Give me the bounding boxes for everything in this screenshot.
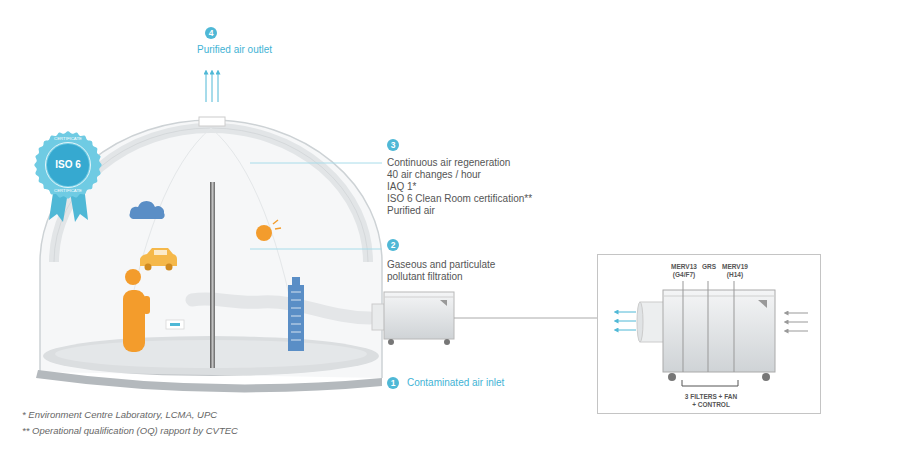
filter-unit-detail bbox=[616, 281, 808, 386]
person-head bbox=[125, 269, 141, 285]
inflow-arrow bbox=[786, 322, 808, 323]
building-icon bbox=[288, 285, 304, 351]
badge-text: ISO 6 bbox=[34, 159, 102, 171]
outflow-arrow bbox=[616, 321, 636, 322]
inflow-arrow bbox=[786, 331, 808, 332]
car-icon bbox=[140, 248, 177, 266]
sign-card bbox=[166, 320, 184, 329]
callout: 4Purified air outlet bbox=[197, 27, 274, 56]
callout-text: Continuous air regeneration bbox=[387, 157, 510, 169]
unit-duct bbox=[372, 304, 385, 330]
callout: 1 Contaminated air inlet bbox=[387, 377, 506, 389]
callout-text: 40 air changes / hour bbox=[387, 169, 481, 181]
person-arm bbox=[143, 296, 150, 314]
unit-wheel bbox=[762, 373, 770, 381]
outlet-box bbox=[199, 117, 225, 126]
sun-icon bbox=[256, 225, 272, 241]
bracket bbox=[682, 380, 738, 386]
car-window bbox=[154, 250, 167, 255]
filter-divider bbox=[734, 281, 735, 372]
callout-text: Gaseous and particulate pollutant filtra… bbox=[387, 259, 517, 283]
sun-ray bbox=[273, 220, 278, 224]
filter-label: MERV19 (H14) bbox=[719, 263, 751, 278]
leader-line bbox=[250, 249, 382, 250]
callout-text: ISO 6 Clean Room certification** bbox=[387, 193, 532, 205]
car-wheel bbox=[166, 264, 173, 271]
dome-skirt bbox=[36, 370, 382, 392]
callout-text: Purified air bbox=[387, 205, 435, 217]
filter-label: 3 FILTERS + FAN + CONTROL bbox=[684, 393, 738, 408]
callout-text: Contaminated air inlet bbox=[407, 377, 504, 389]
footnote: * Environment Centre Laboratory, LCMA, U… bbox=[22, 409, 217, 421]
outflow-arrow bbox=[616, 330, 636, 331]
housing-rim bbox=[663, 296, 775, 297]
window-row bbox=[291, 300, 301, 301]
filter-label: GRS bbox=[699, 263, 719, 271]
zoom-line bbox=[454, 318, 597, 319]
callout: 2Gaseous and particulate pollutant filtr… bbox=[387, 239, 518, 283]
person-body bbox=[123, 290, 145, 352]
badge-text: CERTIFICATE bbox=[34, 189, 102, 193]
unit-wheel bbox=[444, 339, 450, 345]
filter-divider bbox=[683, 281, 684, 372]
outlet-arrows bbox=[206, 72, 218, 102]
filter-unit-panel: MERV13 (G4/F7)GRSMERV19 (H14) 3 FILTERS +… bbox=[597, 254, 821, 414]
sun-ray bbox=[275, 228, 281, 229]
dome bbox=[36, 117, 382, 392]
filter-divider bbox=[708, 281, 709, 372]
tube-mouth bbox=[637, 302, 643, 342]
unit-logo bbox=[440, 300, 447, 306]
badge-text: CERTIFICATE bbox=[34, 137, 102, 141]
badge-scallop bbox=[34, 131, 101, 198]
callout-number: 2 bbox=[387, 239, 399, 251]
outlet-arrow bbox=[218, 72, 219, 102]
outflow-arrow bbox=[616, 312, 636, 313]
footnote: ** Operational qualification (OQ) rappor… bbox=[22, 425, 238, 437]
dome-pole bbox=[210, 182, 215, 368]
certificate-badge: CERTIFICATE ISO 6 CERTIFICATE bbox=[34, 131, 102, 199]
unit-wheel bbox=[668, 373, 676, 381]
unit-logo bbox=[758, 300, 767, 308]
unit-outlet-tube bbox=[640, 302, 664, 342]
callout-number: 1 bbox=[387, 377, 399, 389]
window-row bbox=[291, 340, 301, 341]
callout-text: Purified air outlet bbox=[197, 44, 272, 56]
sign-mark bbox=[170, 323, 180, 326]
cloud-icon bbox=[129, 201, 164, 219]
inner-duct bbox=[192, 299, 370, 318]
outlet-arrow bbox=[212, 72, 213, 102]
building-windows bbox=[291, 292, 301, 340]
window-row bbox=[291, 324, 301, 325]
window-row bbox=[291, 292, 301, 293]
building-top bbox=[292, 277, 300, 286]
figures bbox=[123, 201, 304, 352]
unit-housing bbox=[663, 290, 775, 372]
callout-text: IAQ 1* bbox=[387, 181, 416, 193]
unit-wheel bbox=[388, 339, 394, 345]
outlet-arrow bbox=[206, 72, 207, 102]
dome-seam bbox=[120, 128, 211, 360]
window-row bbox=[291, 332, 301, 333]
callout: 3Continuous air regeneration40 air chang… bbox=[387, 139, 534, 217]
inflow-arrow bbox=[786, 313, 808, 314]
filter-unit-small bbox=[372, 292, 454, 345]
filter-label: MERV13 (G4/F7) bbox=[668, 263, 700, 278]
car-wheel bbox=[145, 264, 152, 271]
callout-number: 4 bbox=[205, 27, 217, 39]
callout-number: 3 bbox=[387, 139, 399, 151]
window-row bbox=[291, 308, 301, 309]
unit-body bbox=[384, 292, 454, 339]
unit-rim bbox=[384, 297, 454, 298]
leader-line bbox=[250, 163, 382, 164]
window-row bbox=[291, 316, 301, 317]
